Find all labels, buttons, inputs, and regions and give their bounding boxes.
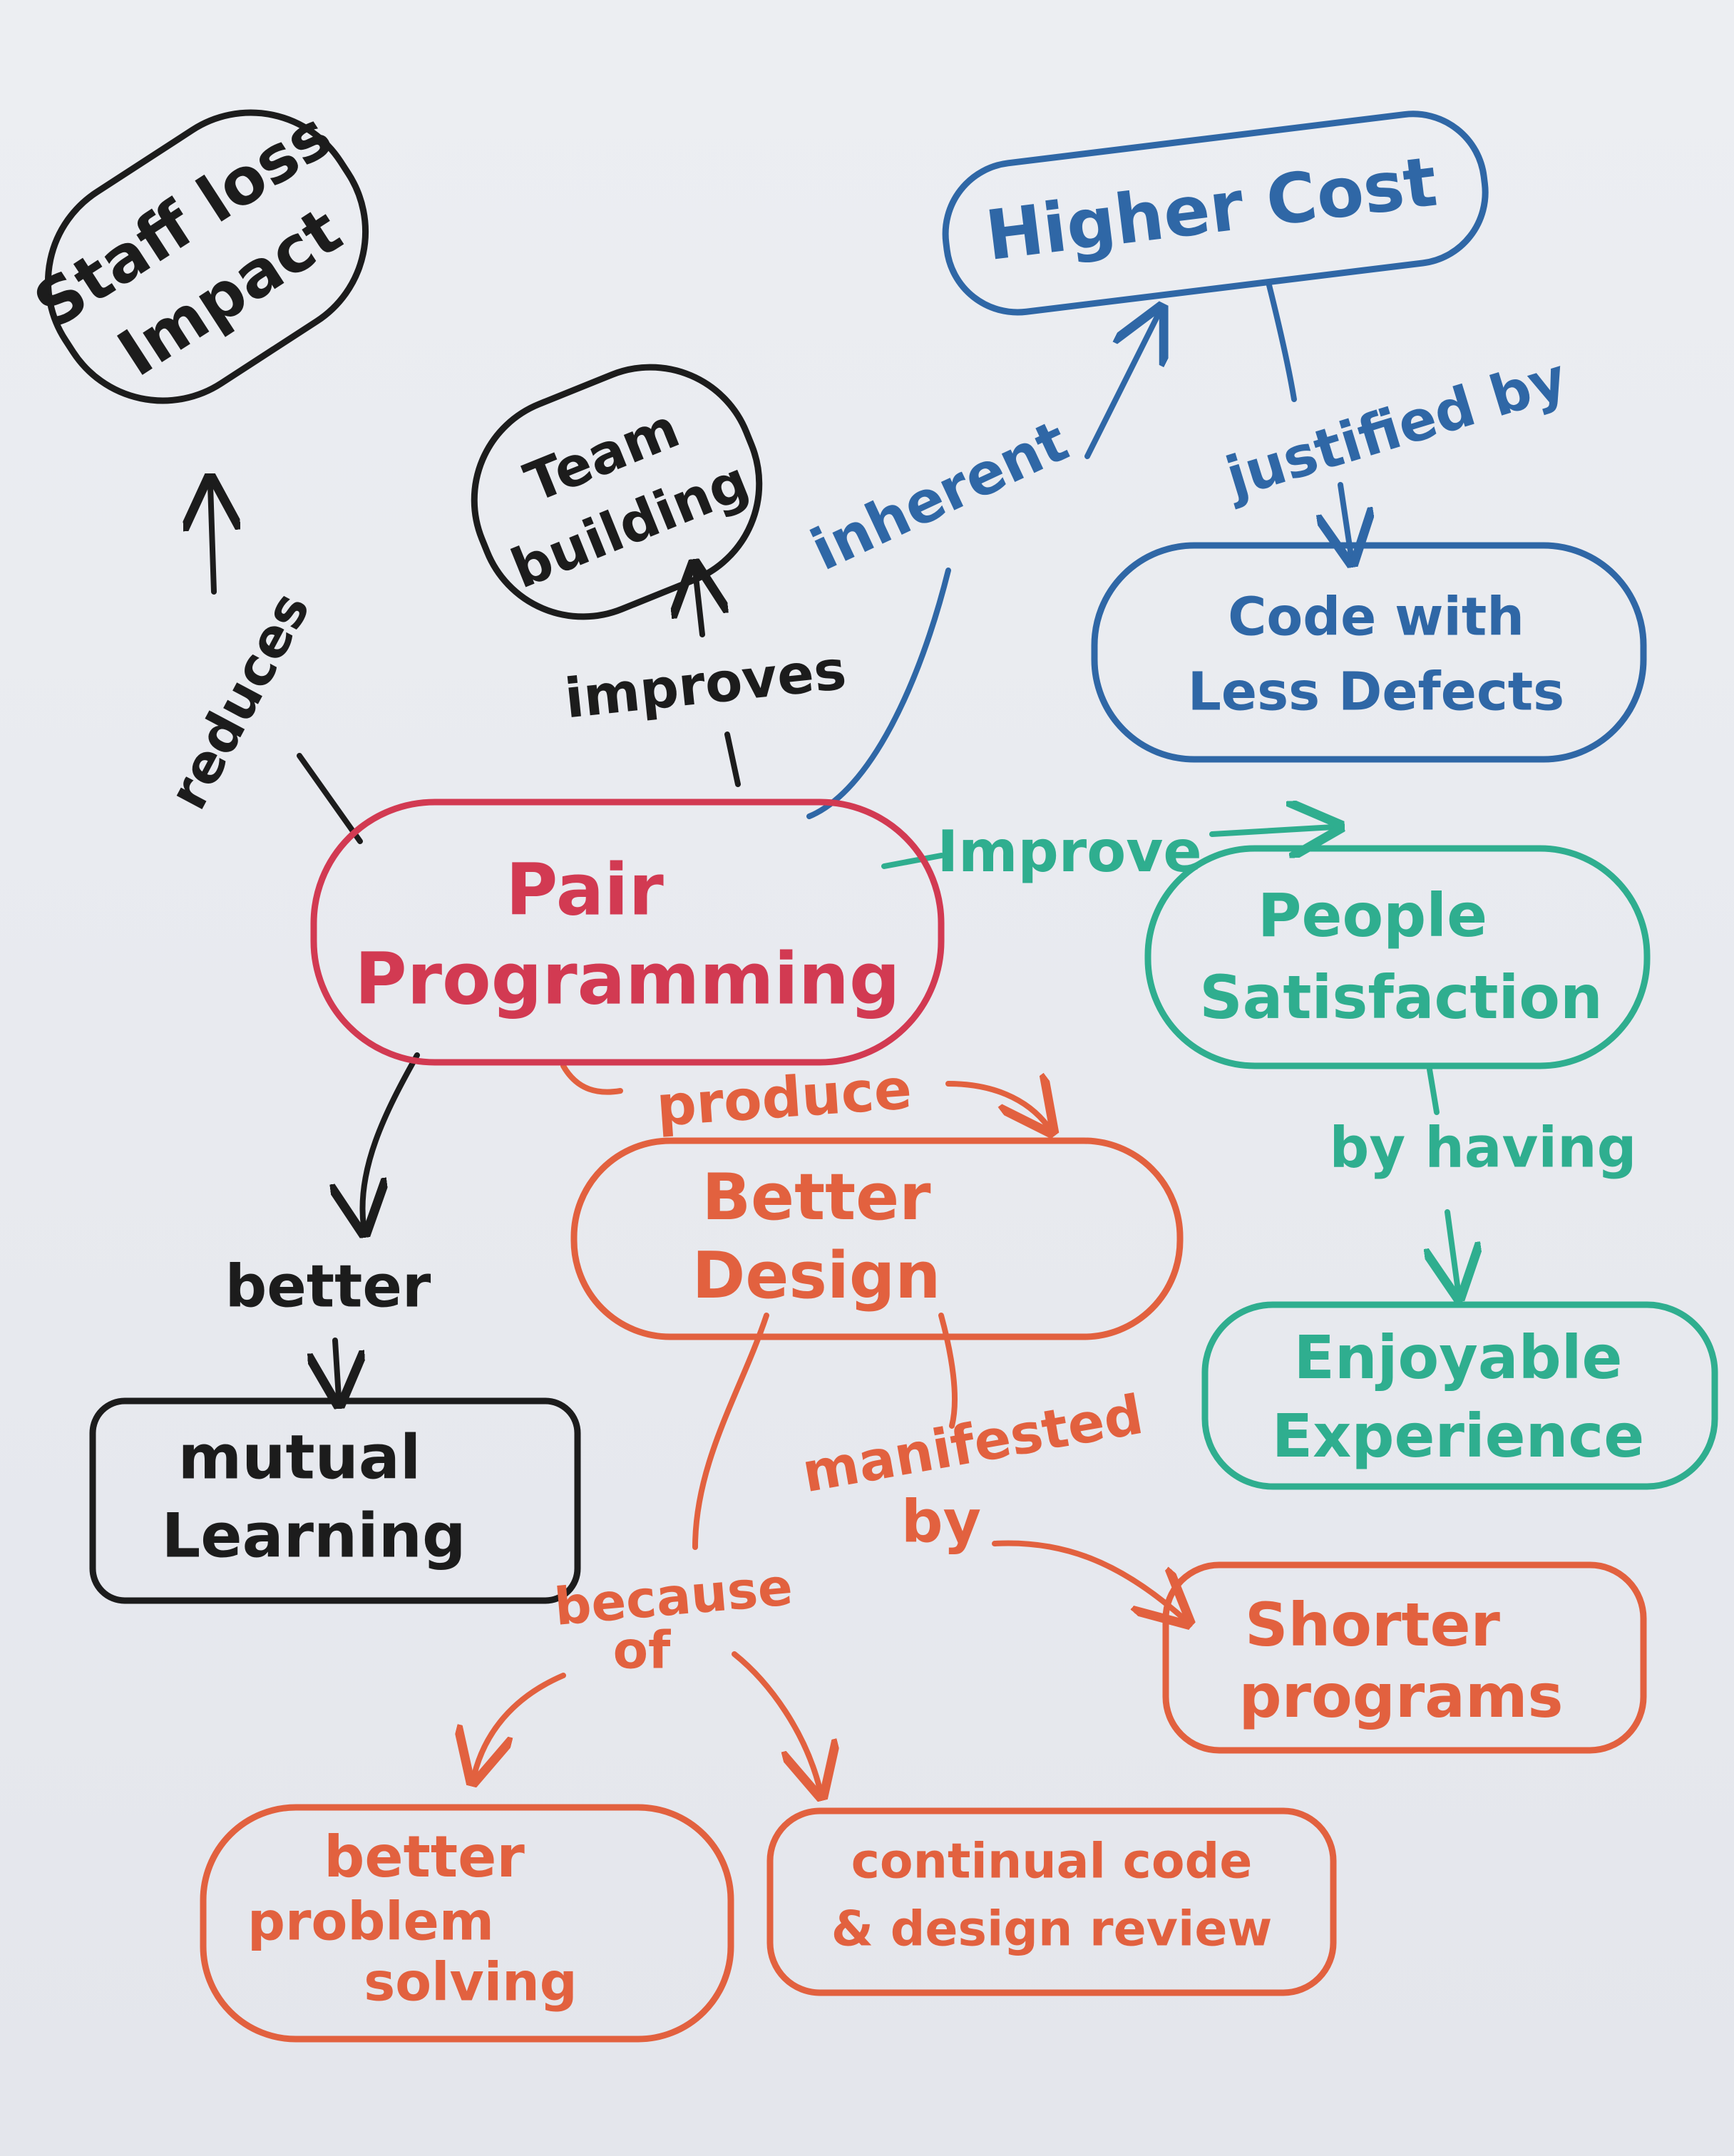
- edge-improve-line: [881, 853, 944, 869]
- node-people-satisfaction-line1: People: [1258, 881, 1487, 950]
- node-pair-programming: Pair Programming: [310, 799, 945, 1066]
- node-shorter-programs: Shorter programs: [1162, 1561, 1647, 1754]
- node-mutual-learning-line1: mutual: [178, 1422, 421, 1493]
- label-better: better: [225, 1253, 431, 1320]
- label-improve: Improve: [937, 818, 1201, 885]
- node-less-defects-line2: Less Defects: [1188, 662, 1564, 723]
- node-better-design: Better Design: [570, 1137, 1184, 1340]
- label-improves: improves: [562, 638, 849, 731]
- node-less-defects-line1: Code with: [1228, 587, 1524, 648]
- edge-improve-arrow: [1209, 827, 1333, 834]
- label-reduces: reduces: [157, 582, 322, 819]
- node-enjoyable-line1: Enjoyable: [1293, 1323, 1622, 1392]
- edge-improves-line: [724, 732, 741, 787]
- node-better-design-line2: Design: [692, 1238, 941, 1313]
- node-code-review-line2: & design review: [831, 1901, 1273, 1958]
- edge-better-line: [362, 1052, 420, 1226]
- node-mutual-learning-line2: Learning: [161, 1500, 466, 1571]
- node-enjoyable-line2: Experience: [1272, 1401, 1644, 1471]
- edge-produce-arrow: [945, 1084, 1048, 1126]
- edge-because-right-arrow: [732, 1651, 820, 1790]
- node-code-review-line1: continual code: [851, 1834, 1253, 1890]
- edge-because-line: [692, 1313, 769, 1550]
- node-better-design-line1: Better: [702, 1160, 931, 1235]
- node-enjoyable-experience: Enjoyable Experience: [1201, 1301, 1718, 1490]
- label-by: by: [901, 1488, 981, 1556]
- edge-manifested-line: [938, 1313, 958, 1429]
- edge-justified-line: [1266, 282, 1297, 402]
- node-higher-cost: Higher Cost: [942, 111, 1489, 316]
- label-produce: produce: [655, 1057, 914, 1139]
- node-staff-loss-impact: Staff loss Impact: [21, 97, 369, 404]
- edge-by-having-arrow: [1447, 1209, 1458, 1290]
- node-problem-solving-line2: problem: [247, 1891, 494, 1953]
- node-problem-solving-line1: better: [324, 1824, 525, 1890]
- node-shorter-programs-line1: Shorter: [1245, 1590, 1501, 1660]
- node-people-satisfaction: People Satisfaction: [1144, 845, 1651, 1069]
- node-pair-programming-line1: Pair: [506, 848, 664, 931]
- label-manifested: manifested: [798, 1382, 1148, 1504]
- label-inherent: inherent: [801, 408, 1078, 584]
- label-justified-by: justified by: [1217, 346, 1574, 511]
- node-mutual-learning: mutual Learning: [89, 1397, 581, 1604]
- node-better-problem-solving: better problem solving: [200, 1804, 734, 2043]
- node-shorter-programs-line2: programs: [1238, 1661, 1563, 1731]
- edge-produce-line: [560, 1063, 623, 1095]
- node-people-satisfaction-line2: Satisfaction: [1199, 962, 1603, 1032]
- label-by-having: by having: [1330, 1116, 1637, 1180]
- edge-by-having-line: [1427, 1067, 1440, 1115]
- node-higher-cost-text: Higher Cost: [982, 142, 1442, 277]
- edge-manifested-arrow: [992, 1540, 1184, 1618]
- node-code-design-review: continual code & design review: [766, 1807, 1337, 1996]
- label-because: because: [552, 1556, 795, 1637]
- label-of: of: [613, 1621, 671, 1680]
- edge-because-left-arrow: [474, 1673, 566, 1775]
- node-pair-programming-line2: Programming: [354, 937, 900, 1020]
- edge-reduces-line: [297, 753, 363, 844]
- node-team-building: Team building: [471, 364, 763, 620]
- node-problem-solving-line3: solving: [364, 1952, 578, 2013]
- node-code-less-defects: Code with Less Defects: [1091, 542, 1647, 763]
- edge-better-arrow: [335, 1338, 339, 1397]
- edge-reduces-arrow: [210, 485, 214, 595]
- edge-inherent-arrow: [1084, 314, 1159, 459]
